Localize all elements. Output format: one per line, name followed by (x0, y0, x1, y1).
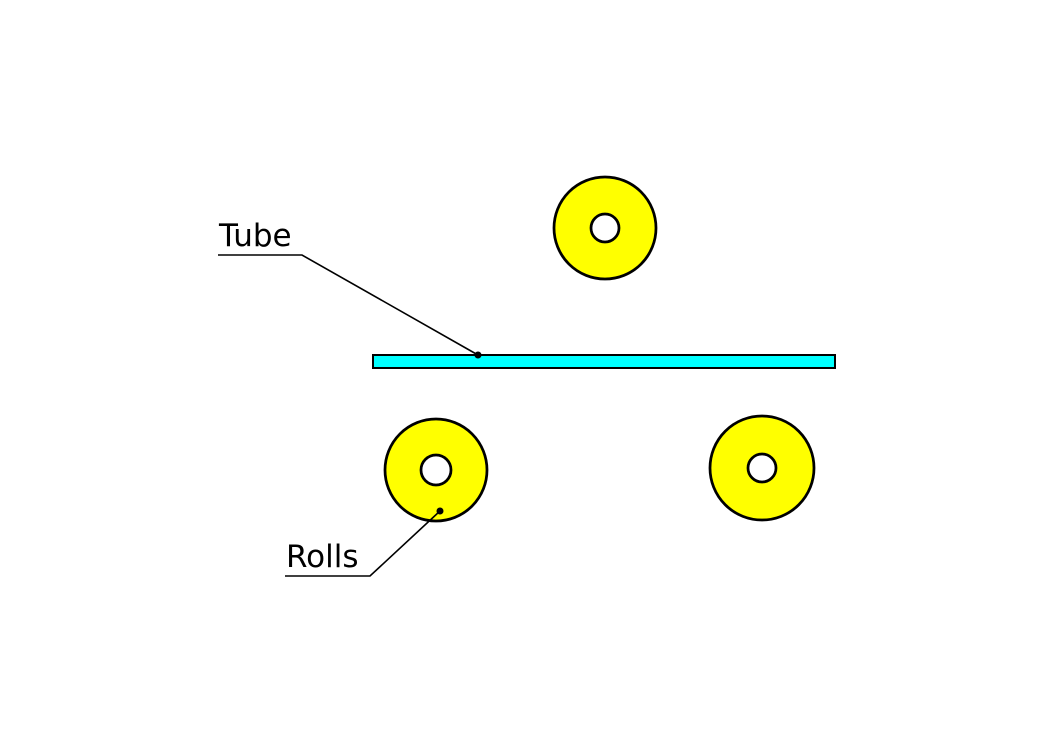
roll-bottom-left (383, 417, 489, 523)
rolls-leader (285, 507, 444, 577)
roll-bottom-right (708, 414, 816, 522)
tube-leader (218, 254, 482, 359)
roll-top-hub (589, 212, 621, 244)
tube-label: Tube (218, 218, 292, 254)
roll-bottom-left-hub (419, 453, 453, 487)
roll-top (552, 175, 658, 281)
rolls-label: Rolls (286, 539, 359, 575)
roll-bottom-right-hub (746, 452, 778, 484)
tube-leader-line (218, 254, 479, 356)
tube-bar (372, 354, 836, 369)
tube-leader-dot (474, 351, 482, 359)
rolls-leader-dot (436, 507, 444, 515)
rolls-leader-line (285, 510, 441, 577)
